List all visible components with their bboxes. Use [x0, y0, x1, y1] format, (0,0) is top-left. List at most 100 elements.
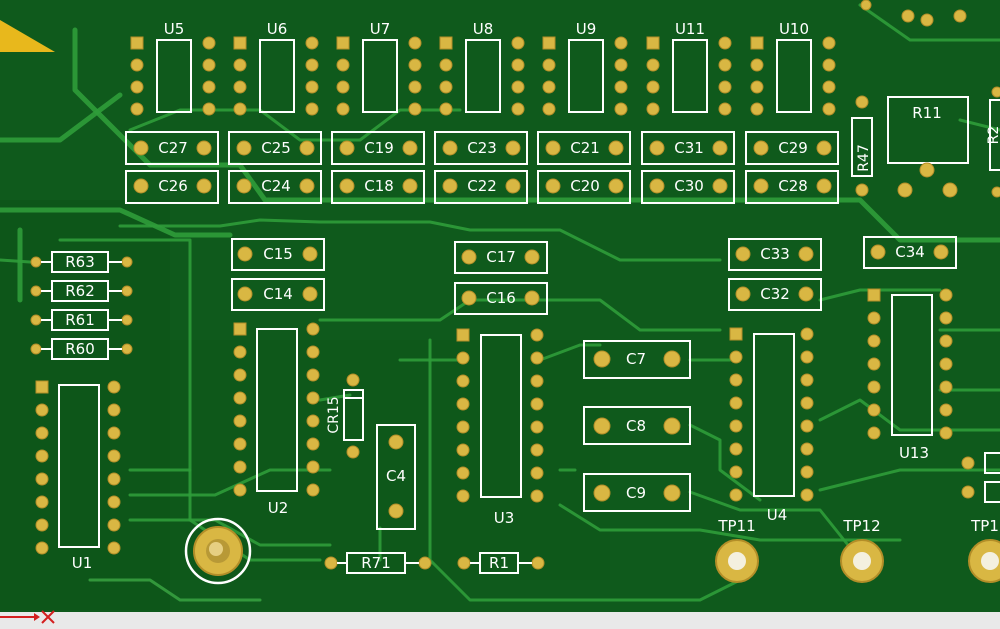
pad — [35, 472, 49, 486]
pad — [511, 58, 525, 72]
pad — [336, 102, 350, 116]
pad — [867, 426, 881, 440]
cap-c23: C23 — [434, 131, 528, 165]
testpoint-tp11: TP11 — [715, 517, 759, 583]
ic-label: U9 — [576, 20, 597, 38]
resistor-r60: R60 — [30, 338, 133, 360]
pad — [305, 58, 319, 72]
pad — [939, 311, 953, 325]
cap-label: C25 — [261, 139, 291, 157]
pad — [800, 419, 814, 433]
pad — [442, 140, 458, 156]
pad — [305, 80, 319, 94]
pad — [336, 58, 350, 72]
pad — [530, 420, 544, 434]
pad — [30, 285, 42, 297]
pin-1-pad — [867, 288, 881, 302]
cap-c16: C16 — [454, 282, 548, 315]
pad — [530, 374, 544, 388]
cap-c34: C34 — [863, 236, 957, 269]
pad — [867, 403, 881, 417]
pad — [30, 343, 42, 355]
pad — [614, 58, 628, 72]
resistor-r61: R61 — [30, 309, 133, 331]
c14-label: C14 — [263, 285, 293, 303]
ic-outline — [480, 334, 522, 498]
ic-u5: U5 — [130, 20, 216, 116]
ic-u2: U2 — [233, 322, 320, 517]
cap-c4: C4 — [376, 424, 416, 530]
pad — [456, 397, 470, 411]
ic-outline — [465, 39, 501, 113]
pad — [939, 403, 953, 417]
c32-label: C32 — [760, 285, 790, 303]
cap-label: C19 — [364, 139, 394, 157]
pad — [939, 426, 953, 440]
pad — [753, 178, 769, 194]
diode-cr15: CR15 — [326, 373, 364, 459]
pad — [750, 102, 764, 116]
cap-label: C24 — [261, 177, 291, 195]
pad — [130, 102, 144, 116]
pad — [306, 322, 320, 336]
ic-label: U7 — [370, 20, 391, 38]
pad — [107, 518, 121, 532]
ic-outline — [568, 39, 604, 113]
ic-outline — [156, 39, 192, 113]
pad — [614, 102, 628, 116]
pad — [196, 140, 212, 156]
cap-c32: C32 — [728, 278, 822, 311]
pad — [530, 328, 544, 342]
pad — [614, 36, 628, 50]
pad — [456, 374, 470, 388]
pad — [729, 465, 743, 479]
pad — [511, 102, 525, 116]
pad — [939, 288, 953, 302]
ic-outline — [672, 39, 708, 113]
c4-label: C4 — [386, 467, 406, 485]
cap-c21: C21 — [537, 131, 631, 165]
pad — [236, 178, 252, 194]
pad — [35, 426, 49, 440]
pad — [107, 380, 121, 394]
pad — [816, 140, 832, 156]
ic-u3: U3 — [456, 328, 544, 527]
pad — [800, 488, 814, 502]
pin-1-pad — [233, 322, 247, 336]
ic-outline — [362, 39, 398, 113]
resistor-r47: R47 — [851, 95, 873, 197]
pad — [646, 80, 660, 94]
cap-c30: C30 — [641, 170, 735, 204]
edge-parts — [961, 452, 1000, 503]
pad — [614, 80, 628, 94]
pin-1-pad — [130, 36, 144, 50]
cap-label: C21 — [570, 139, 600, 157]
testpoint-tp-edge: TP1 — [968, 517, 1000, 583]
pad — [867, 311, 881, 325]
ic-label: U3 — [494, 509, 515, 527]
pad — [530, 466, 544, 480]
pad — [456, 489, 470, 503]
pin-1-pad — [439, 36, 453, 50]
cap-c17: C17 — [454, 241, 548, 274]
c8-label: C8 — [626, 417, 646, 435]
pad — [542, 58, 556, 72]
pad — [456, 443, 470, 457]
pad — [939, 380, 953, 394]
pin-1-pad — [233, 36, 247, 50]
pad — [505, 178, 521, 194]
pad — [816, 178, 832, 194]
pad — [822, 58, 836, 72]
pad — [646, 102, 660, 116]
pad — [107, 426, 121, 440]
pad — [408, 36, 422, 50]
ic-label: U8 — [473, 20, 494, 38]
cap-c22: C22 — [434, 170, 528, 204]
ic-u1: U1 — [35, 380, 121, 572]
ic-outline — [753, 333, 795, 497]
pad — [306, 414, 320, 428]
testpoint-tp12: TP12 — [840, 517, 884, 583]
pad — [530, 489, 544, 503]
resistor-label: R63 — [65, 253, 95, 271]
